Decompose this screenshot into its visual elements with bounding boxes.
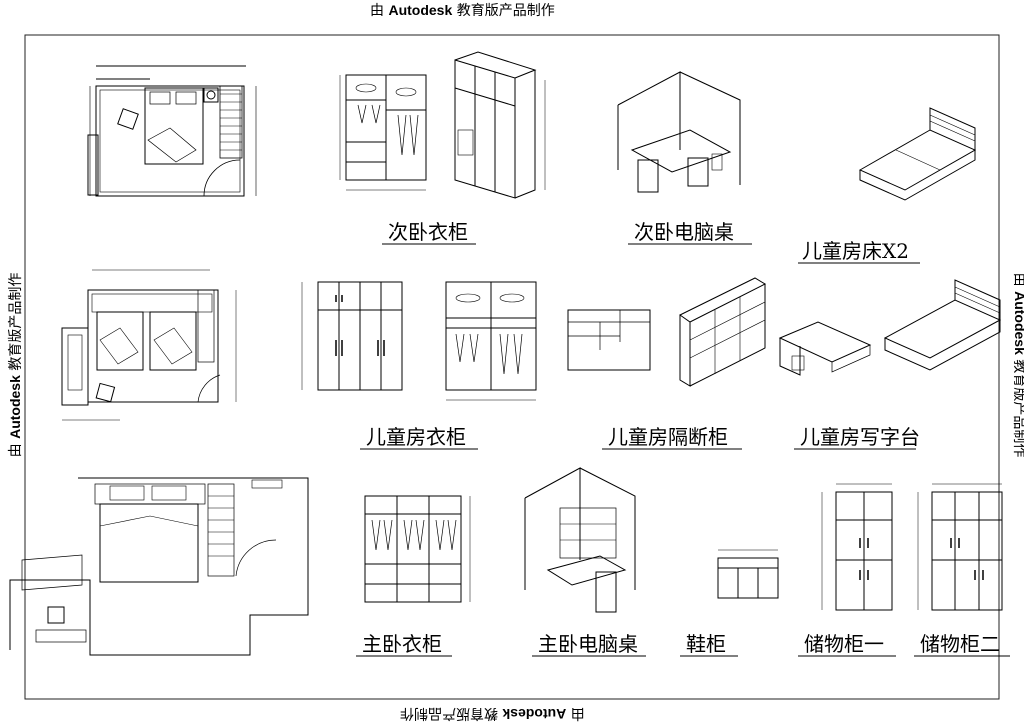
label-second-bedroom-desk: 次卧电脑桌 [634,220,734,244]
plan-master-bedroom [9,477,309,656]
plan-kids-room [61,269,237,421]
label-storage-cabinet-1: 储物柜一 [804,632,884,656]
label-shoe-cabinet: 鞋柜 [686,632,726,656]
elev-second-bedroom-wardrobe [339,74,427,191]
watermark-suffix: 教育版产品制作 [456,3,555,19]
watermark-prefix: 由 [370,3,384,19]
elev-master-wardrobe [364,495,471,603]
label-master-wardrobe: 主卧衣柜 [362,632,442,656]
iso-second-bedroom-desk [617,71,741,193]
elev-shoe-cabinet [717,549,779,599]
iso-kids-partition-cabinet [679,277,767,387]
watermark-top: 由 Autodesk 教育版产品制作 [370,0,555,20]
iso-second-bedroom-wardrobe [454,51,546,199]
label-second-bedroom-wardrobe: 次卧衣柜 [388,220,468,244]
elev-kids-wardrobe-interior [445,281,537,401]
label-master-desk: 主卧电脑桌 [538,632,638,656]
watermark-brand: Autodesk [388,2,453,18]
iso-kids-writing-desk [778,321,872,376]
label-storage-cabinet-2: 储物柜二 [920,632,1000,656]
iso-master-desk [524,467,636,613]
label-kids-wardrobe: 儿童房衣柜 [366,425,466,449]
label-kids-bed: 儿童房床X2 [802,239,909,263]
iso-kids-bed-top [858,107,977,201]
plan-second-bedroom [87,65,257,197]
label-kids-writing-desk: 儿童房写字台 [800,425,920,449]
elev-kids-partition-cabinet [567,309,651,371]
label-kids-partition-cabinet: 儿童房隔断柜 [608,425,728,449]
elev-storage-cabinet-2 [917,483,1003,611]
sheet-border [24,34,1000,700]
iso-kids-bed-bottom [883,279,1002,371]
elev-kids-wardrobe-doors [301,281,403,391]
elev-storage-cabinet-1 [821,483,893,611]
